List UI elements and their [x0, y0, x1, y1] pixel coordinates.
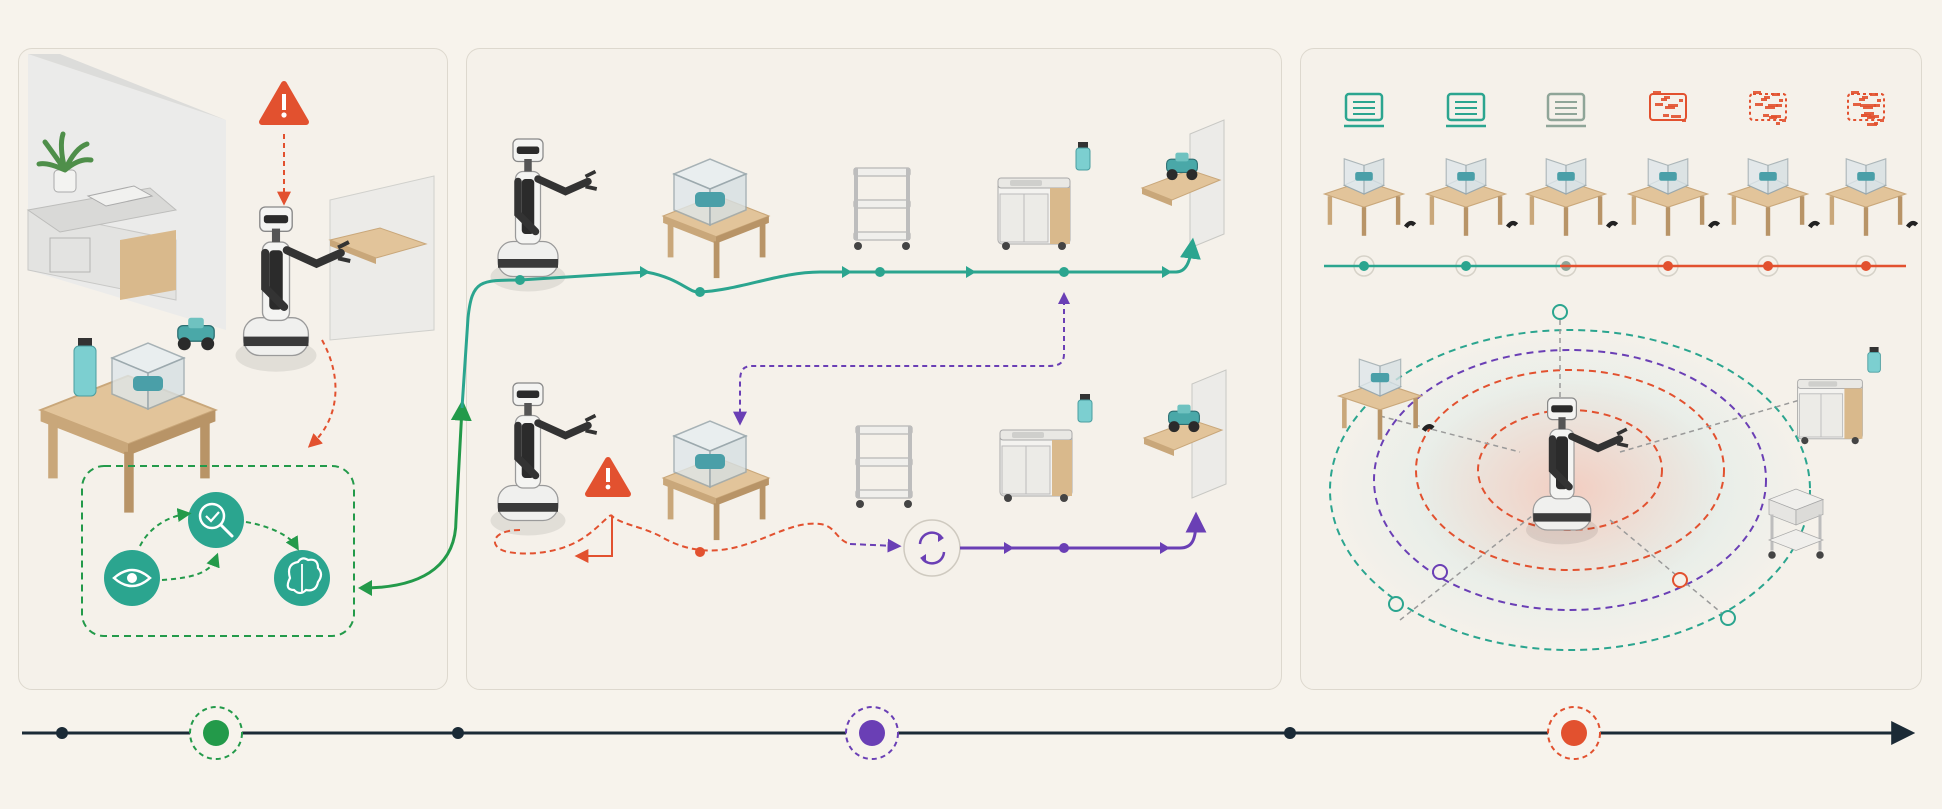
plan-box-top [673, 158, 747, 226]
loop-arrow-search-brain [245, 521, 299, 551]
loop-return-arrowhead [358, 580, 372, 596]
plan-shelf-top [1141, 119, 1225, 249]
document-icon [1446, 92, 1486, 128]
timeline-markers [56, 706, 1601, 760]
timeline-milestone [845, 706, 899, 760]
ring-sink [1797, 346, 1881, 445]
degradation-step [1526, 92, 1616, 277]
kitchen-scene [26, 54, 435, 341]
failure-node [695, 547, 705, 557]
document-icon [1749, 91, 1787, 125]
loop-arrow-eye-brain [161, 552, 220, 581]
plan-path-recovery-nodes [1004, 542, 1170, 554]
plan-path-failure [493, 514, 851, 555]
plan-cart-bottom [855, 425, 913, 509]
degradation-step [1728, 91, 1818, 277]
spray-bottle-icon [73, 338, 97, 397]
scene-box [111, 342, 185, 410]
brain-icon [274, 550, 330, 606]
eye-icon [104, 550, 160, 606]
degradation-step [1826, 91, 1916, 277]
degradation-table [1728, 159, 1818, 236]
plan-path-top-nodes [515, 266, 1172, 297]
plan-sink-top [997, 141, 1091, 251]
plan-path-recovery [960, 511, 1207, 550]
plan-panel [466, 48, 1282, 690]
plan-shelf-bottom [1143, 369, 1227, 499]
document-icon [1344, 92, 1384, 128]
degradation-table [1426, 159, 1516, 236]
degradation-table [1826, 159, 1916, 236]
timeline-tick [452, 727, 464, 739]
degradation-strip [1324, 91, 1916, 277]
perception-loop-box [81, 465, 355, 637]
scene-to-loop-arrow [307, 339, 337, 448]
timeline-tick [56, 727, 68, 739]
failure-spike [574, 516, 613, 563]
loop-to-plan-arrow [361, 399, 472, 590]
degradation-step [1324, 92, 1414, 277]
plan-box-bottom [673, 420, 747, 488]
plan-path-failure-tail [849, 538, 902, 553]
warning-triangle-icon [585, 457, 631, 497]
document-icon [1649, 91, 1687, 122]
document-icon [1546, 92, 1586, 128]
degradation-table [1526, 159, 1616, 236]
timeline-tick [1284, 727, 1296, 739]
plan-cart-top [853, 167, 911, 251]
document-icon [1847, 91, 1885, 126]
warning-triangle-icon [259, 81, 309, 125]
timeline-milestone [189, 706, 243, 760]
plan-path-top [460, 237, 1201, 409]
plan-robot-top [491, 139, 597, 292]
ring-cart [1767, 488, 1825, 559]
degradation-table [1324, 159, 1414, 236]
replan-link-arrow [733, 300, 1065, 426]
replan-link-arrowhead-up [1058, 292, 1070, 304]
degradation-table [1628, 159, 1718, 236]
refresh-cycle-icon [903, 519, 961, 577]
plan-robot-bottom [491, 383, 597, 536]
degradation-step [1426, 92, 1516, 277]
magnifier-check-icon [188, 492, 244, 548]
degradation-step [1628, 91, 1718, 277]
timeline-milestone [1547, 706, 1601, 760]
plan-sink-bottom [999, 393, 1093, 503]
loop-arrow-eye-search [139, 508, 192, 547]
